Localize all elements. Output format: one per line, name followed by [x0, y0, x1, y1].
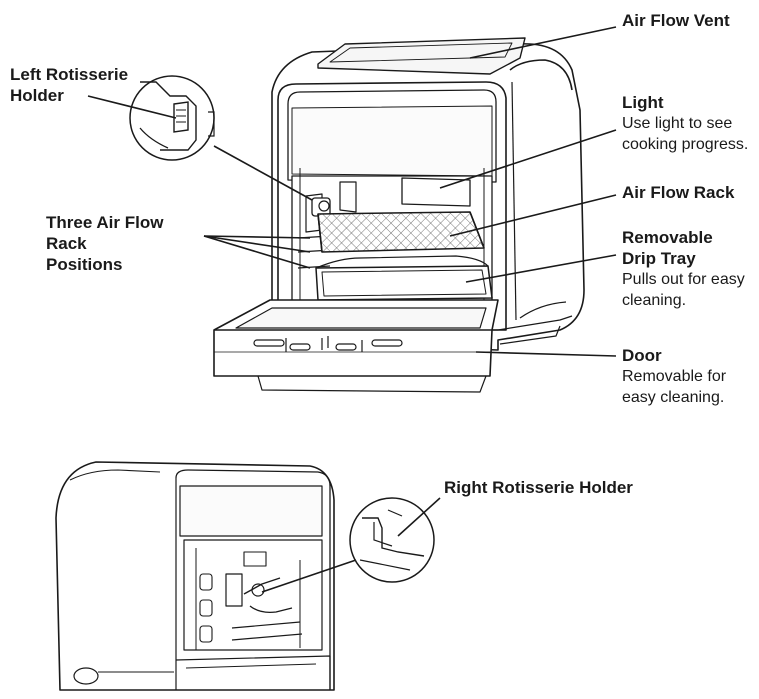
- label-door: Door Removable for easy cleaning.: [622, 345, 726, 408]
- leader-rack-position-1: [203, 235, 311, 239]
- leader-air-flow-rack: [449, 194, 617, 237]
- leader-left-holder: [87, 95, 177, 119]
- label-left-holder-title-2: Holder: [10, 86, 64, 105]
- leader-drip-tray: [465, 254, 617, 283]
- label-right-rotisserie-holder: Right Rotisserie Holder: [444, 477, 633, 498]
- label-light-desc-1: Use light to see: [622, 115, 733, 132]
- label-door-title: Door: [622, 346, 662, 365]
- drip-tray: [315, 265, 493, 301]
- air-fryer-side-view: [55, 461, 335, 691]
- light: [401, 177, 471, 207]
- leader-right-holder: [397, 497, 441, 537]
- label-drip-tray-title-2: Drip Tray: [622, 249, 696, 268]
- label-door-desc-2: easy cleaning.: [622, 389, 725, 406]
- label-light-desc-2: cooking progress.: [622, 136, 749, 153]
- air-fryer-front-view: [213, 37, 585, 393]
- label-drip-tray-title-1: Removable: [622, 228, 713, 247]
- right-rotisserie-holder-inset: [349, 497, 435, 583]
- leader-right-holder-inset: [261, 559, 357, 593]
- label-light-title: Light: [622, 93, 664, 112]
- leader-door: [475, 351, 617, 357]
- label-left-rotisserie-holder: Left Rotisserie Holder: [10, 64, 128, 106]
- label-door-desc-1: Removable for: [622, 368, 727, 385]
- label-air-flow-rack: Air Flow Rack: [622, 182, 734, 203]
- label-rack-positions-title-1: Three Air Flow: [46, 213, 164, 232]
- label-drip-tray: Removable Drip Tray Pulls out for easy c…: [622, 227, 745, 311]
- leader-rack-position-3: [203, 235, 311, 269]
- label-rack-positions-title-2: Rack: [46, 234, 87, 253]
- label-left-holder-title-1: Left Rotisserie: [10, 65, 129, 84]
- label-drip-tray-desc-2: cleaning.: [622, 292, 687, 309]
- label-air-flow-vent-title: Air Flow Vent: [622, 11, 730, 30]
- label-drip-tray-desc-1: Pulls out for easy: [622, 271, 745, 288]
- label-rack-positions: Three Air Flow Rack Positions: [46, 212, 163, 275]
- left-rotisserie-holder-inset: [129, 75, 215, 161]
- label-right-holder-title: Right Rotisserie Holder: [444, 478, 633, 497]
- label-air-flow-vent: Air Flow Vent: [622, 10, 730, 31]
- air-flow-rack: [317, 211, 485, 253]
- label-air-flow-rack-title: Air Flow Rack: [622, 183, 735, 202]
- leader-lines: [87, 26, 617, 593]
- leader-left-holder-inset: [213, 145, 313, 201]
- label-light: Light Use light to see cooking progress.: [622, 92, 748, 155]
- leader-air-flow-vent: [469, 26, 617, 59]
- label-rack-positions-title-3: Positions: [46, 255, 123, 274]
- leader-rack-position-2: [203, 235, 311, 253]
- leader-light: [439, 129, 617, 189]
